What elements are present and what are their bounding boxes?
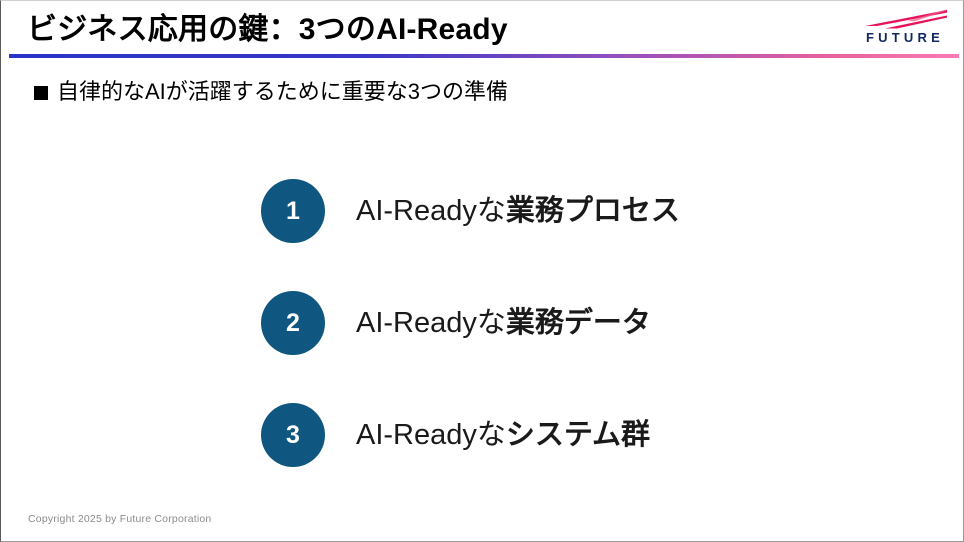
item-number-badge: 3 xyxy=(261,403,325,467)
item-label-emphasis: システム群 xyxy=(505,419,651,451)
footer-copyright: Copyright 2025 by Future Corporation xyxy=(28,513,212,525)
item-label: AI-Readyな業務プロセス xyxy=(356,191,680,231)
item-label-lead: AI-Readyな xyxy=(356,419,506,451)
logo-swoosh-icon xyxy=(865,9,947,29)
page-title: ビジネス応用の鍵：3つのAI-Ready xyxy=(27,13,508,46)
future-logo: FUTURE xyxy=(855,8,951,48)
item-label: AI-Readyな業務データ xyxy=(356,303,651,343)
list-item: 1 AI-Readyな業務プロセス xyxy=(261,179,921,243)
ai-ready-item-list: 1 AI-Readyな業務プロセス 2 AI-Readyな業務データ 3 AI-… xyxy=(261,179,921,467)
list-item: 2 AI-Readyな業務データ xyxy=(261,291,921,355)
item-number-badge: 2 xyxy=(261,291,325,355)
item-label-lead: AI-Readyな xyxy=(356,195,506,227)
item-label-emphasis: 業務データ xyxy=(505,307,651,339)
item-label: AI-Readyなシステム群 xyxy=(356,415,650,455)
title-divider xyxy=(9,54,959,58)
logo-wordmark: FUTURE xyxy=(866,30,944,45)
item-label-lead: AI-Readyな xyxy=(356,307,506,339)
bullet-square-icon xyxy=(34,86,48,100)
subtitle-text: 自律的なAIが活躍するために重要な3つの準備 xyxy=(57,79,509,104)
item-number-badge: 1 xyxy=(261,179,325,243)
list-item: 3 AI-Readyなシステム群 xyxy=(261,403,921,467)
subtitle: 自律的なAIが活躍するために重要な3つの準備 xyxy=(34,77,508,107)
item-label-emphasis: 業務プロセス xyxy=(505,195,680,227)
